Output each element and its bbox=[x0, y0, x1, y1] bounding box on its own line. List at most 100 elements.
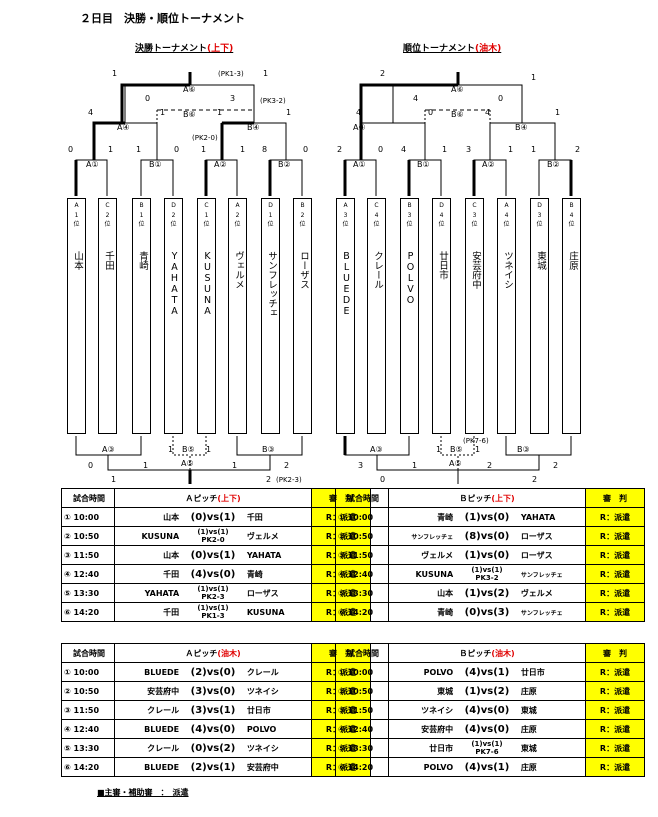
score-cell: (1)vs(1)PK7-6 bbox=[454, 738, 520, 758]
right-bottom-b3: B③ bbox=[517, 445, 530, 454]
referee: R：派遣 bbox=[585, 526, 645, 546]
team-seed: D 1 位 bbox=[267, 202, 274, 228]
referee: R：派遣 bbox=[585, 507, 645, 527]
right-bottom-score: 1 bbox=[475, 445, 480, 454]
match-score: (0)vs(1) bbox=[180, 507, 246, 527]
match-score: (1)vs(2) bbox=[454, 681, 520, 701]
away-team: 安芸府中 bbox=[245, 757, 312, 777]
away-team: ツネイシ bbox=[245, 738, 312, 758]
match-score: (4)vs(1) bbox=[454, 662, 520, 682]
match-time: ① 10:00 bbox=[61, 662, 115, 682]
match-time: ③ 11:50 bbox=[335, 545, 389, 565]
away-team: ヴェルメ bbox=[245, 526, 312, 546]
team-name: 山本 bbox=[72, 251, 83, 270]
header-venue: (上下) bbox=[217, 493, 241, 503]
match-time: ③ 11:50 bbox=[61, 545, 115, 565]
left-label-a6: A⑥ bbox=[183, 85, 196, 94]
match-score: (1)vs(1) bbox=[471, 740, 503, 748]
left-score: 1 bbox=[201, 145, 206, 154]
pk-score: PK2-0 bbox=[201, 536, 225, 544]
away-team: 東城 bbox=[519, 738, 586, 758]
match-time: ① 10:00 bbox=[335, 662, 389, 682]
match-time: ② 10:50 bbox=[335, 526, 389, 546]
pk-score: PK1-3 bbox=[201, 612, 225, 620]
team-name: 東城 bbox=[535, 251, 546, 270]
score-cell: (1)vs(1)PK3-2 bbox=[454, 564, 520, 584]
match-time: ② 10:50 bbox=[61, 526, 115, 546]
match-time: ⑥ 14:20 bbox=[335, 757, 389, 777]
header-pitch-name: Ａピッチ bbox=[185, 648, 218, 658]
left-label-b2: B② bbox=[278, 160, 291, 169]
right-score: 0 bbox=[498, 94, 503, 103]
team-box: B 1 位青崎 bbox=[132, 198, 151, 434]
team-box: A 1 位山本 bbox=[67, 198, 86, 434]
team-seed: A 2 位 bbox=[234, 202, 241, 228]
referee: R：派遣 bbox=[585, 545, 645, 565]
right-score: 1 bbox=[555, 108, 560, 117]
right-bracket-title: 順位トーナメント(油木) bbox=[403, 41, 501, 54]
team-name: 千田 bbox=[103, 251, 114, 270]
right-label-a6: A⑥ bbox=[451, 85, 464, 94]
team-seed: B 3 位 bbox=[406, 202, 413, 228]
right-label-a1: A① bbox=[353, 160, 366, 169]
left-score: 1 bbox=[263, 69, 268, 78]
right-bottom-score: 2 bbox=[487, 461, 492, 470]
referee: R：派遣 bbox=[585, 681, 645, 701]
away-team: ローザス bbox=[519, 526, 586, 546]
left-bottom-a5: A⑤ bbox=[181, 459, 194, 468]
match-score: (3)vs(0) bbox=[180, 681, 246, 701]
home-team: クレール bbox=[114, 738, 181, 758]
left-label-b1: B① bbox=[149, 160, 162, 169]
away-team: 廿日市 bbox=[245, 700, 312, 720]
left-bottom-score: 1 bbox=[168, 445, 173, 454]
team-seed: B 2 位 bbox=[299, 202, 306, 228]
match-time: ④ 12:40 bbox=[61, 719, 115, 739]
home-team: 山本 bbox=[388, 583, 455, 603]
match-time: ② 10:50 bbox=[335, 681, 389, 701]
home-team: 青崎 bbox=[388, 507, 455, 527]
right-label-a4: A④ bbox=[353, 123, 366, 132]
right-bottom-score: 0 bbox=[380, 475, 385, 484]
left-bottom-score: 0 bbox=[88, 461, 93, 470]
home-team: 千田 bbox=[114, 602, 181, 622]
away-team: YAHATA bbox=[519, 507, 586, 527]
away-team: 庄原 bbox=[519, 681, 586, 701]
header-time: 試合時間 bbox=[61, 643, 115, 663]
bracket-lines: A⑥ B⑥ A④ B④ A① B① A② B② (PK1-3) (PK3-2) … bbox=[68, 69, 580, 484]
home-team: ヴェルメ bbox=[388, 545, 455, 565]
team-seed: C 2 位 bbox=[104, 202, 111, 228]
left-label-a4: A④ bbox=[117, 123, 130, 132]
left-score: 1 bbox=[136, 145, 141, 154]
team-box: C 4 位クレール bbox=[367, 198, 386, 434]
team-seed: D 4 位 bbox=[438, 202, 445, 228]
match-score: (1)vs(1) bbox=[197, 604, 229, 612]
match-time: ④ 12:40 bbox=[335, 564, 389, 584]
left-bottom-a3: A③ bbox=[102, 445, 115, 454]
home-team: BLUEDE bbox=[114, 662, 181, 682]
team-seed: B 1 位 bbox=[138, 202, 145, 228]
match-time: ④ 12:40 bbox=[335, 719, 389, 739]
home-team: 山本 bbox=[114, 507, 181, 527]
referee: R：派遣 bbox=[585, 719, 645, 739]
home-team: ツネイシ bbox=[388, 700, 455, 720]
left-score: 1 bbox=[112, 69, 117, 78]
header-pitch: Ａピッチ(油木) bbox=[114, 643, 312, 663]
team-name: サンフレッチェ bbox=[266, 251, 277, 318]
header-pitch-name: Ｂピッチ bbox=[459, 493, 492, 503]
team-name: 廿日市 bbox=[437, 251, 448, 280]
right-score: 0 bbox=[428, 108, 433, 117]
referee: R：派遣 bbox=[585, 564, 645, 584]
